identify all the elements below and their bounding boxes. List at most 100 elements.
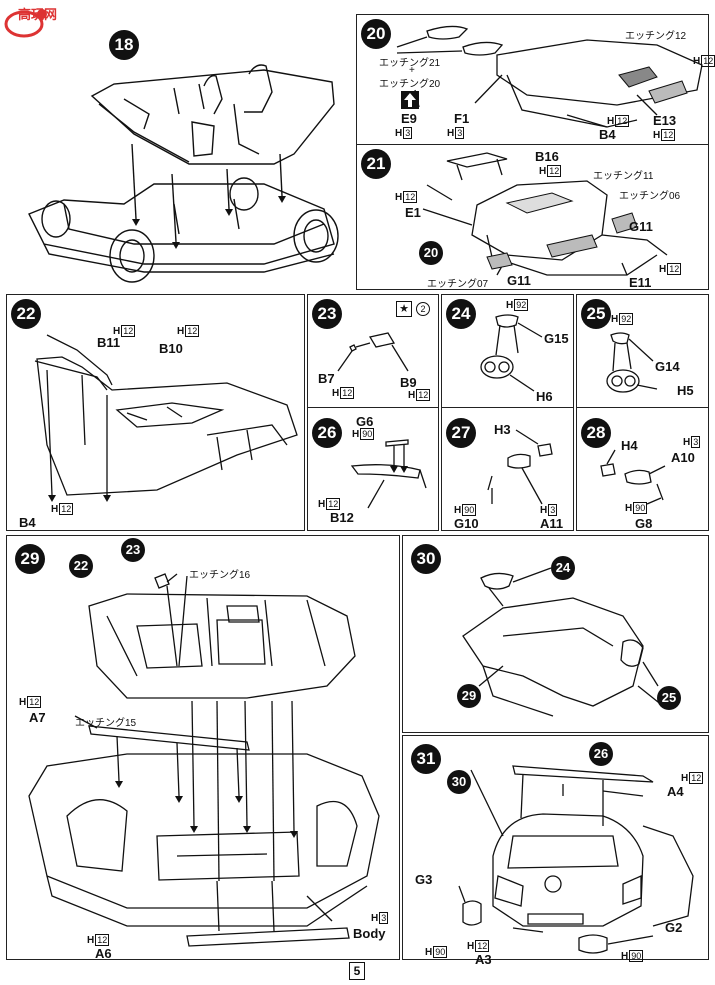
step-29-etch15: エッチング15 xyxy=(75,718,137,729)
step-25-illustration xyxy=(606,332,658,393)
step-20-label-e9: E9 xyxy=(401,111,417,126)
step-21-label-g11a: G11 xyxy=(629,219,653,234)
step-18-illustration xyxy=(28,64,339,283)
step-30-ref-24: 24 xyxy=(551,556,575,580)
step-24-illustration xyxy=(480,314,543,392)
step-26-illustration xyxy=(350,439,427,509)
step-31-ref-26: 26 xyxy=(589,742,613,766)
step-21-illustration xyxy=(422,152,668,276)
step-21-etch07: エッチング07 xyxy=(427,279,489,290)
step-22-number: 22 xyxy=(11,299,41,329)
step-31-illustration xyxy=(458,765,694,954)
step-27-label-h3: H3 xyxy=(494,422,511,437)
step-27-illustration xyxy=(487,429,553,505)
step-30-illustration xyxy=(462,567,664,717)
step-28-illustration xyxy=(600,449,666,505)
step-20-up-arrow-icon xyxy=(401,91,419,109)
step-28-label-h4: H4 xyxy=(621,438,638,453)
step-29-illustration xyxy=(28,573,380,947)
step-21-label-b16: B16 xyxy=(535,149,559,164)
step-24-label-h6: H6 xyxy=(536,389,553,404)
step-30-ref-25: 25 xyxy=(657,686,681,710)
step-29-ref-23: 23 xyxy=(121,538,145,562)
step-26-label-b12: B12 xyxy=(330,510,354,525)
step-29-panel: 29 22 23 xyxy=(6,535,400,961)
step-20-plus: + xyxy=(409,65,415,76)
step-29-label-a6: A6 xyxy=(95,946,112,961)
step-29-ref-22: 22 xyxy=(69,554,93,578)
step-27-label-a11: A11 xyxy=(540,516,564,531)
watermark-logo: 高玩网 xyxy=(2,2,74,40)
step-29-etch16: エッチング16 xyxy=(189,570,251,581)
step-20-etch20: エッチング20 xyxy=(379,79,441,90)
step-25-number: 25 xyxy=(581,299,611,329)
step-31-label-g3: G3 xyxy=(415,872,433,887)
step-20-label-e13: E13 xyxy=(653,113,677,128)
step-23-circle-number: 2 xyxy=(416,302,430,316)
step-21-etch06: エッチング06 xyxy=(619,191,681,202)
step-23-label-b7: B7 xyxy=(318,371,335,386)
step-22-label-b4: B4 xyxy=(19,515,36,530)
step-27-label-g10: G10 xyxy=(454,516,479,531)
step-20-label-f1: F1 xyxy=(454,111,470,126)
step-20-etch12: エッチング12 xyxy=(625,31,687,42)
step-25-label-h5: H5 xyxy=(677,383,694,398)
step-21-number: 21 xyxy=(361,149,391,179)
step-31-ref-30: 30 xyxy=(447,770,471,794)
step-20-number: 20 xyxy=(361,19,391,49)
step-28-label-a10: A10 xyxy=(671,450,695,465)
step-22-label-b10: B10 xyxy=(159,341,183,356)
step-21-label-e1: E1 xyxy=(405,205,421,220)
step-23-star-icon: ★ xyxy=(396,301,412,317)
step-27-number: 27 xyxy=(446,418,476,448)
step-21-label-g11b: G11 xyxy=(507,273,531,288)
step-23-illustration xyxy=(337,332,409,372)
watermark-text: 高玩网 xyxy=(18,7,58,22)
step-20-label-b4: B4 xyxy=(599,127,616,142)
step-29-label-body: Body xyxy=(353,926,386,941)
step-28-number: 28 xyxy=(581,418,611,448)
step-29-label-a7: A7 xyxy=(29,710,46,725)
step-21-ref-20: 20 xyxy=(419,241,443,265)
step-31-number: 31 xyxy=(411,744,441,774)
step-24-number: 24 xyxy=(446,299,476,329)
step-29-number: 29 xyxy=(15,544,45,574)
step-23-label-b9: B9 xyxy=(400,375,417,390)
step-26-label-g6: G6 xyxy=(356,414,374,429)
step-20-etch21: エッチング21 xyxy=(379,58,441,69)
step-23-number: 23 xyxy=(312,299,342,329)
step-25-label-g14: G14 xyxy=(655,359,680,374)
